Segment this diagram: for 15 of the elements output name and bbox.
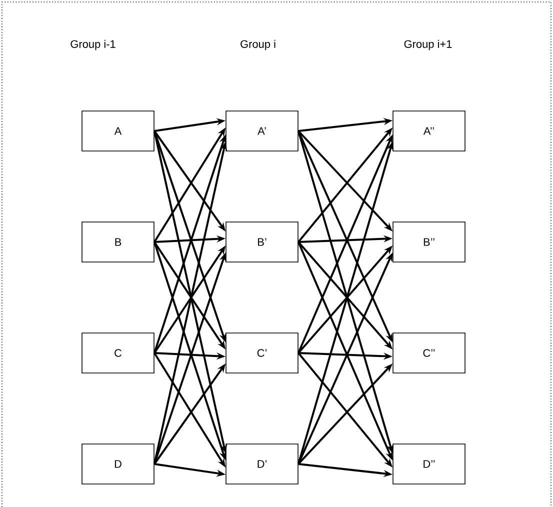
letter-box: C’’ [392, 332, 466, 374]
group-label: Group i-1 [70, 40, 116, 50]
letter-box: B’ [226, 222, 298, 262]
letter-box: B [82, 222, 154, 262]
group-label: Group i+1 [404, 40, 452, 50]
letter-box: B’’ [392, 222, 466, 262]
letter-box: A’’ [392, 110, 466, 152]
letter-box: A [82, 110, 154, 152]
letter-box: D’’ [392, 444, 466, 484]
group-label: Group i [240, 40, 276, 50]
letter-box: A’ [226, 110, 298, 152]
letter-box: C [82, 332, 154, 374]
letter-box: D [82, 444, 154, 484]
letter-box: C’ [226, 332, 298, 374]
letter-box: D’ [226, 444, 298, 484]
